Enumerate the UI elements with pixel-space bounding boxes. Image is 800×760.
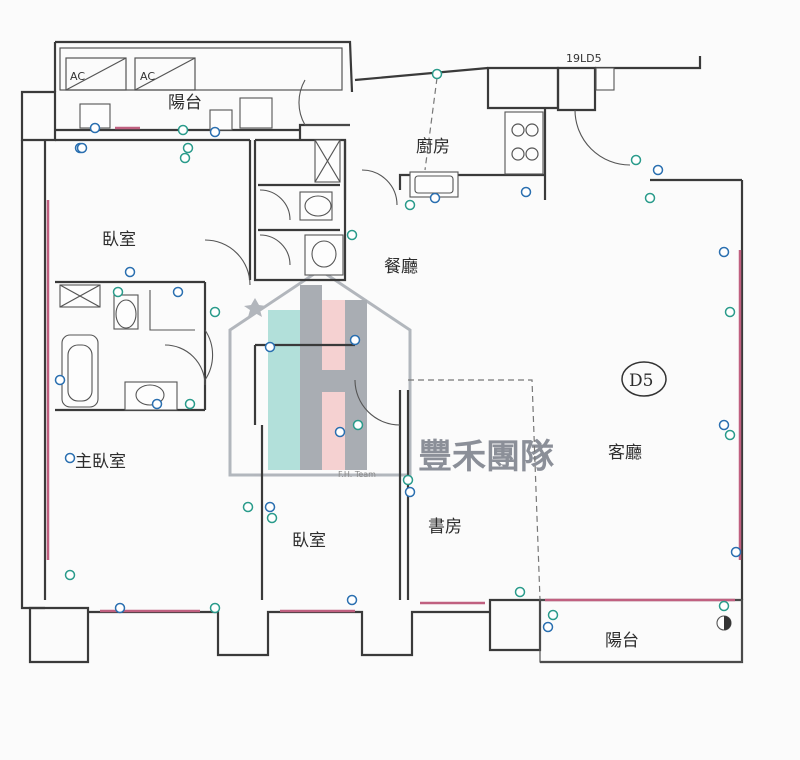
watermark-logo: [228, 268, 412, 477]
room-label-kitchen: 廚房: [416, 136, 450, 157]
outlet-symbol: [64, 569, 76, 581]
outlet-symbol: [64, 452, 76, 464]
outlet-symbol: [266, 512, 278, 524]
outlet-symbol: [652, 164, 664, 176]
outlet-symbol: [334, 426, 346, 438]
bathroom-fixtures: [59, 139, 344, 411]
outlet-symbol: [514, 586, 526, 598]
watermark-team-name: 豐禾團隊: [418, 437, 554, 477]
ac-label-2: AC: [140, 70, 155, 83]
outlet-symbol: [112, 286, 124, 298]
outlet-symbol: [644, 192, 656, 204]
study-sliding-door: [408, 379, 541, 601]
unit-code-text: D5: [629, 371, 653, 391]
outlet-symbol: [402, 474, 414, 486]
top-balcony: AC AC: [55, 47, 343, 132]
outlet-symbol: [352, 419, 364, 431]
electrical-outlets: [54, 68, 742, 633]
outlet-symbol: [151, 398, 163, 410]
watermark-team-sub: F.H. Team: [338, 470, 376, 479]
outer-walls: [20, 40, 744, 664]
outlet-symbol: [209, 602, 221, 614]
outlet-symbol: [179, 152, 191, 164]
room-label-living: 客廳: [608, 443, 642, 463]
outlet-symbol: [404, 486, 416, 498]
room-label-study: 書房: [428, 517, 462, 537]
room-labels: 陽台 廚房 臥室 餐廳 主臥室 臥室 書房 客廳 陽台: [75, 93, 642, 651]
outlet-symbol: [630, 154, 642, 166]
outlet-symbol: [718, 600, 730, 612]
outlet-symbol: [114, 602, 126, 614]
unit-code-badge: D5: [621, 361, 667, 397]
outlet-symbol: [520, 186, 532, 198]
outlet-symbol: [209, 126, 221, 138]
outlet-symbol: [349, 334, 361, 346]
kitchen-fixtures: [409, 67, 615, 198]
outlet-symbol: [184, 398, 196, 410]
outlet-symbol: [242, 501, 254, 513]
outlet-symbol: [404, 199, 416, 211]
outlet-symbol: [264, 341, 276, 353]
outlet-symbol: [182, 142, 194, 154]
outlet-symbol: [172, 286, 184, 298]
outlet-symbol: [429, 192, 441, 204]
outlet-symbol: [89, 122, 101, 134]
door-swings: [149, 79, 631, 426]
outlet-symbol: [124, 266, 136, 278]
ac-label-1: AC: [70, 70, 85, 83]
room-label-master-bedroom: 主臥室: [75, 452, 126, 472]
bottom-balcony: [539, 599, 743, 663]
outlet-symbol: [718, 419, 730, 431]
outlet-symbol: [346, 229, 358, 241]
outlet-symbol: [730, 546, 742, 558]
outlet-symbol: [718, 246, 730, 258]
outlet-symbol: [542, 621, 554, 633]
outlet-symbol: [724, 306, 736, 318]
outlet-symbol: [547, 609, 559, 621]
outlet-symbol: [209, 306, 221, 318]
room-label-bedroom-mid: 臥室: [292, 531, 326, 551]
outlet-symbol: [724, 429, 736, 441]
interior-walls: [55, 108, 547, 600]
room-label-balcony-top: 陽台: [168, 93, 202, 113]
room-label-bedroom-top: 臥室: [102, 230, 136, 250]
outlet-symbol: [76, 142, 88, 154]
outlet-symbol: [177, 124, 189, 136]
outlet-symbol: [346, 594, 358, 606]
outlet-symbol: [264, 501, 276, 513]
outlet-symbol: [54, 374, 66, 386]
outlet-symbol: [431, 68, 443, 80]
room-label-balcony-bottom: 陽台: [605, 631, 639, 651]
elevation-note: 19LD5: [566, 52, 602, 65]
room-label-dining: 餐廳: [384, 257, 418, 277]
